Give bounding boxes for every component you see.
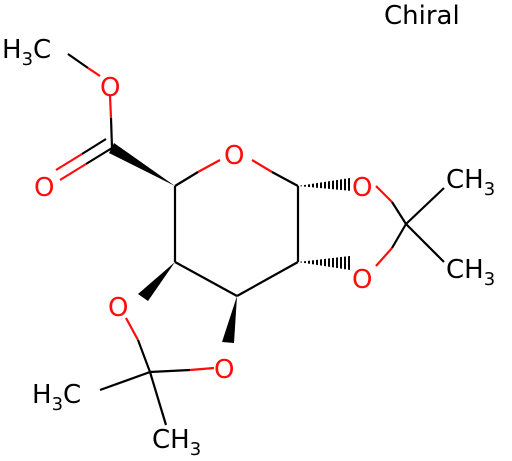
bond-cq-me-left — [99, 370, 151, 392]
bond-c3-c2 — [236, 261, 299, 297]
bond-olb-cq-red — [189, 366, 215, 372]
bond-methyl-oester-red — [87, 67, 101, 77]
bond-methyl-oester — [67, 53, 89, 69]
bond-orb-cq — [391, 223, 407, 249]
bond-oring-c1 — [271, 171, 299, 187]
bond-carbonyl-2 — [81, 138, 107, 155]
oxygen-left-bottom-label: O — [214, 355, 234, 385]
wedge-c4-olt — [138, 262, 175, 301]
bond-olt-cq-red — [125, 317, 139, 341]
bond-cq-me-down — [148, 371, 168, 426]
methyl-right-bottom-label: CH3 — [446, 255, 495, 290]
bond-lines — [55, 53, 445, 426]
bond-olt-cq — [136, 339, 152, 373]
wedge-c3-olb — [222, 296, 237, 343]
methyl-right-top-label: CH3 — [446, 165, 495, 200]
bond-c5-oring — [174, 171, 199, 187]
methyl-left-bottom-label: CH3 — [152, 425, 201, 460]
bond-olb-cq — [149, 368, 191, 374]
chiral-label: Chiral — [384, 1, 460, 31]
methyl-ester-label: H3C — [2, 35, 51, 70]
oxygen-right-top-label: O — [352, 173, 372, 203]
hash-c2-orb — [298, 256, 350, 270]
oxygen-ring-label: O — [224, 141, 244, 171]
bond-oring-c1-red — [251, 159, 273, 173]
bond-ort-cq — [391, 201, 407, 225]
bond-carbonyl-2-red — [55, 153, 83, 171]
stereo-bonds — [109, 143, 352, 343]
bond-cq-me-bottom — [405, 223, 445, 263]
hash-c1-ort — [298, 178, 352, 191]
methyl-left-top-label: H3C — [32, 380, 81, 415]
oxygen-carbonyl-label: O — [34, 173, 54, 203]
bond-oester-ccarb — [109, 117, 114, 149]
bond-carbonyl-1 — [85, 147, 113, 165]
oxygen-right-bottom-label: O — [352, 265, 372, 295]
bond-c5-oring-red — [197, 159, 221, 173]
oxygen-left-top-label: O — [108, 293, 128, 323]
bond-orb-cq-red — [375, 247, 393, 267]
bond-cq-me-top — [405, 187, 445, 225]
bond-carbonyl-1-red — [59, 163, 87, 181]
oxygen-ester-label: O — [100, 73, 120, 103]
wedge-c5-ccarb — [109, 143, 175, 186]
bond-ort-cq-red — [375, 185, 393, 203]
bond-c4-c3 — [174, 261, 238, 297]
bond-oester-ccarb-red — [108, 95, 113, 119]
